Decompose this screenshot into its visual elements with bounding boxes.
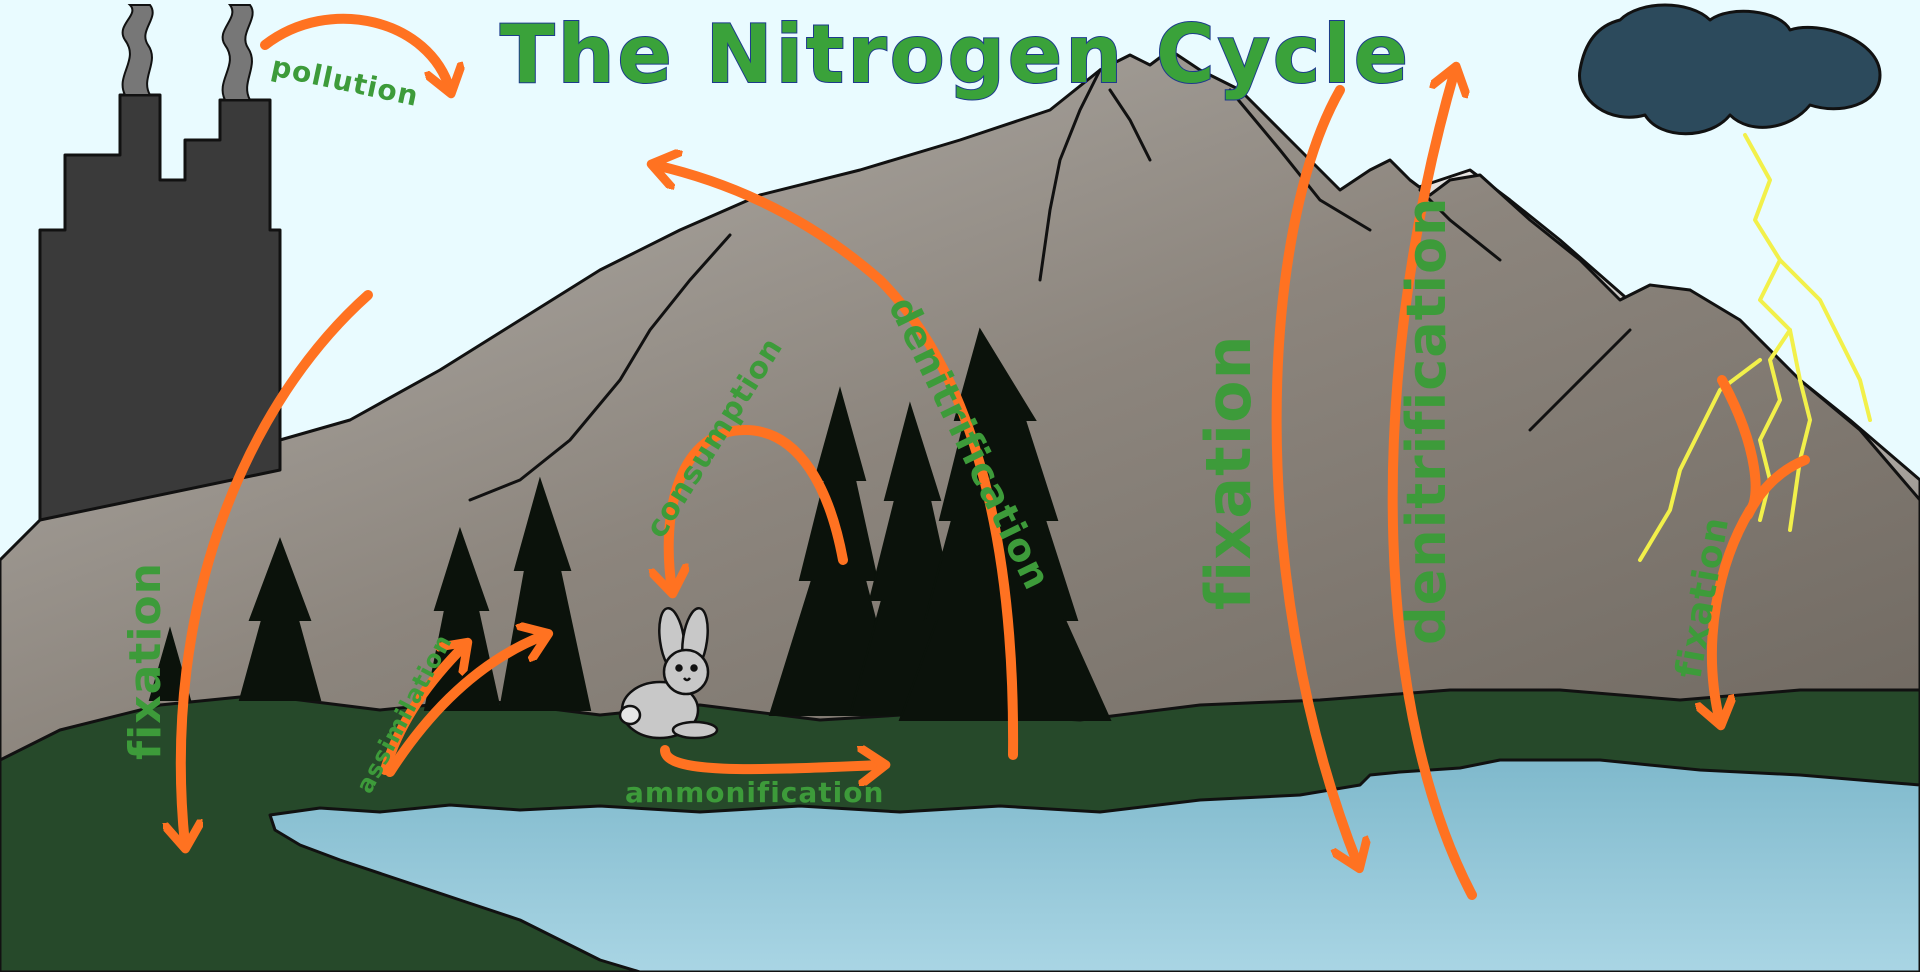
storm-cloud-icon [1578, 3, 1882, 136]
lake-icon [268, 758, 1920, 972]
lightning-icon [1638, 133, 1872, 562]
pine-trees [148, 327, 1112, 721]
arrow-denitrification-right [1387, 70, 1477, 900]
arrow-fixation-center [1271, 85, 1358, 865]
label-ammonification: ammonification [625, 776, 884, 809]
pine-tree-icon [148, 626, 192, 701]
smoke-icon [121, 4, 254, 101]
mountain-ridges [468, 68, 1632, 502]
arrow-consumption [669, 425, 848, 590]
arrow-fixation-lightning [1712, 375, 1761, 722]
rabbit-icon [618, 607, 719, 740]
label-denitrification-right: denitrification [1395, 196, 1458, 645]
label-fixation-left: fixation [120, 562, 171, 760]
cycle-arrows [181, 13, 1810, 900]
page-title: The Nitrogen Cycle [500, 8, 1411, 101]
arrow-assimilation-2 [385, 635, 545, 777]
arrow-ammonification [660, 750, 882, 769]
label-fixation-center: fixation [1192, 334, 1265, 610]
pine-tree-icon [898, 327, 1112, 721]
arrow-pollution [260, 13, 450, 90]
arrow-fixation-lightning-branch [1743, 455, 1810, 520]
arrow-denitrification-trees [655, 165, 1019, 760]
factory-icon [38, 4, 282, 522]
arrow-fixation-left [181, 290, 373, 845]
pine-tree-icon [768, 386, 902, 716]
pine-tree-icon [238, 537, 322, 701]
arrow-assimilation-1 [380, 645, 465, 775]
